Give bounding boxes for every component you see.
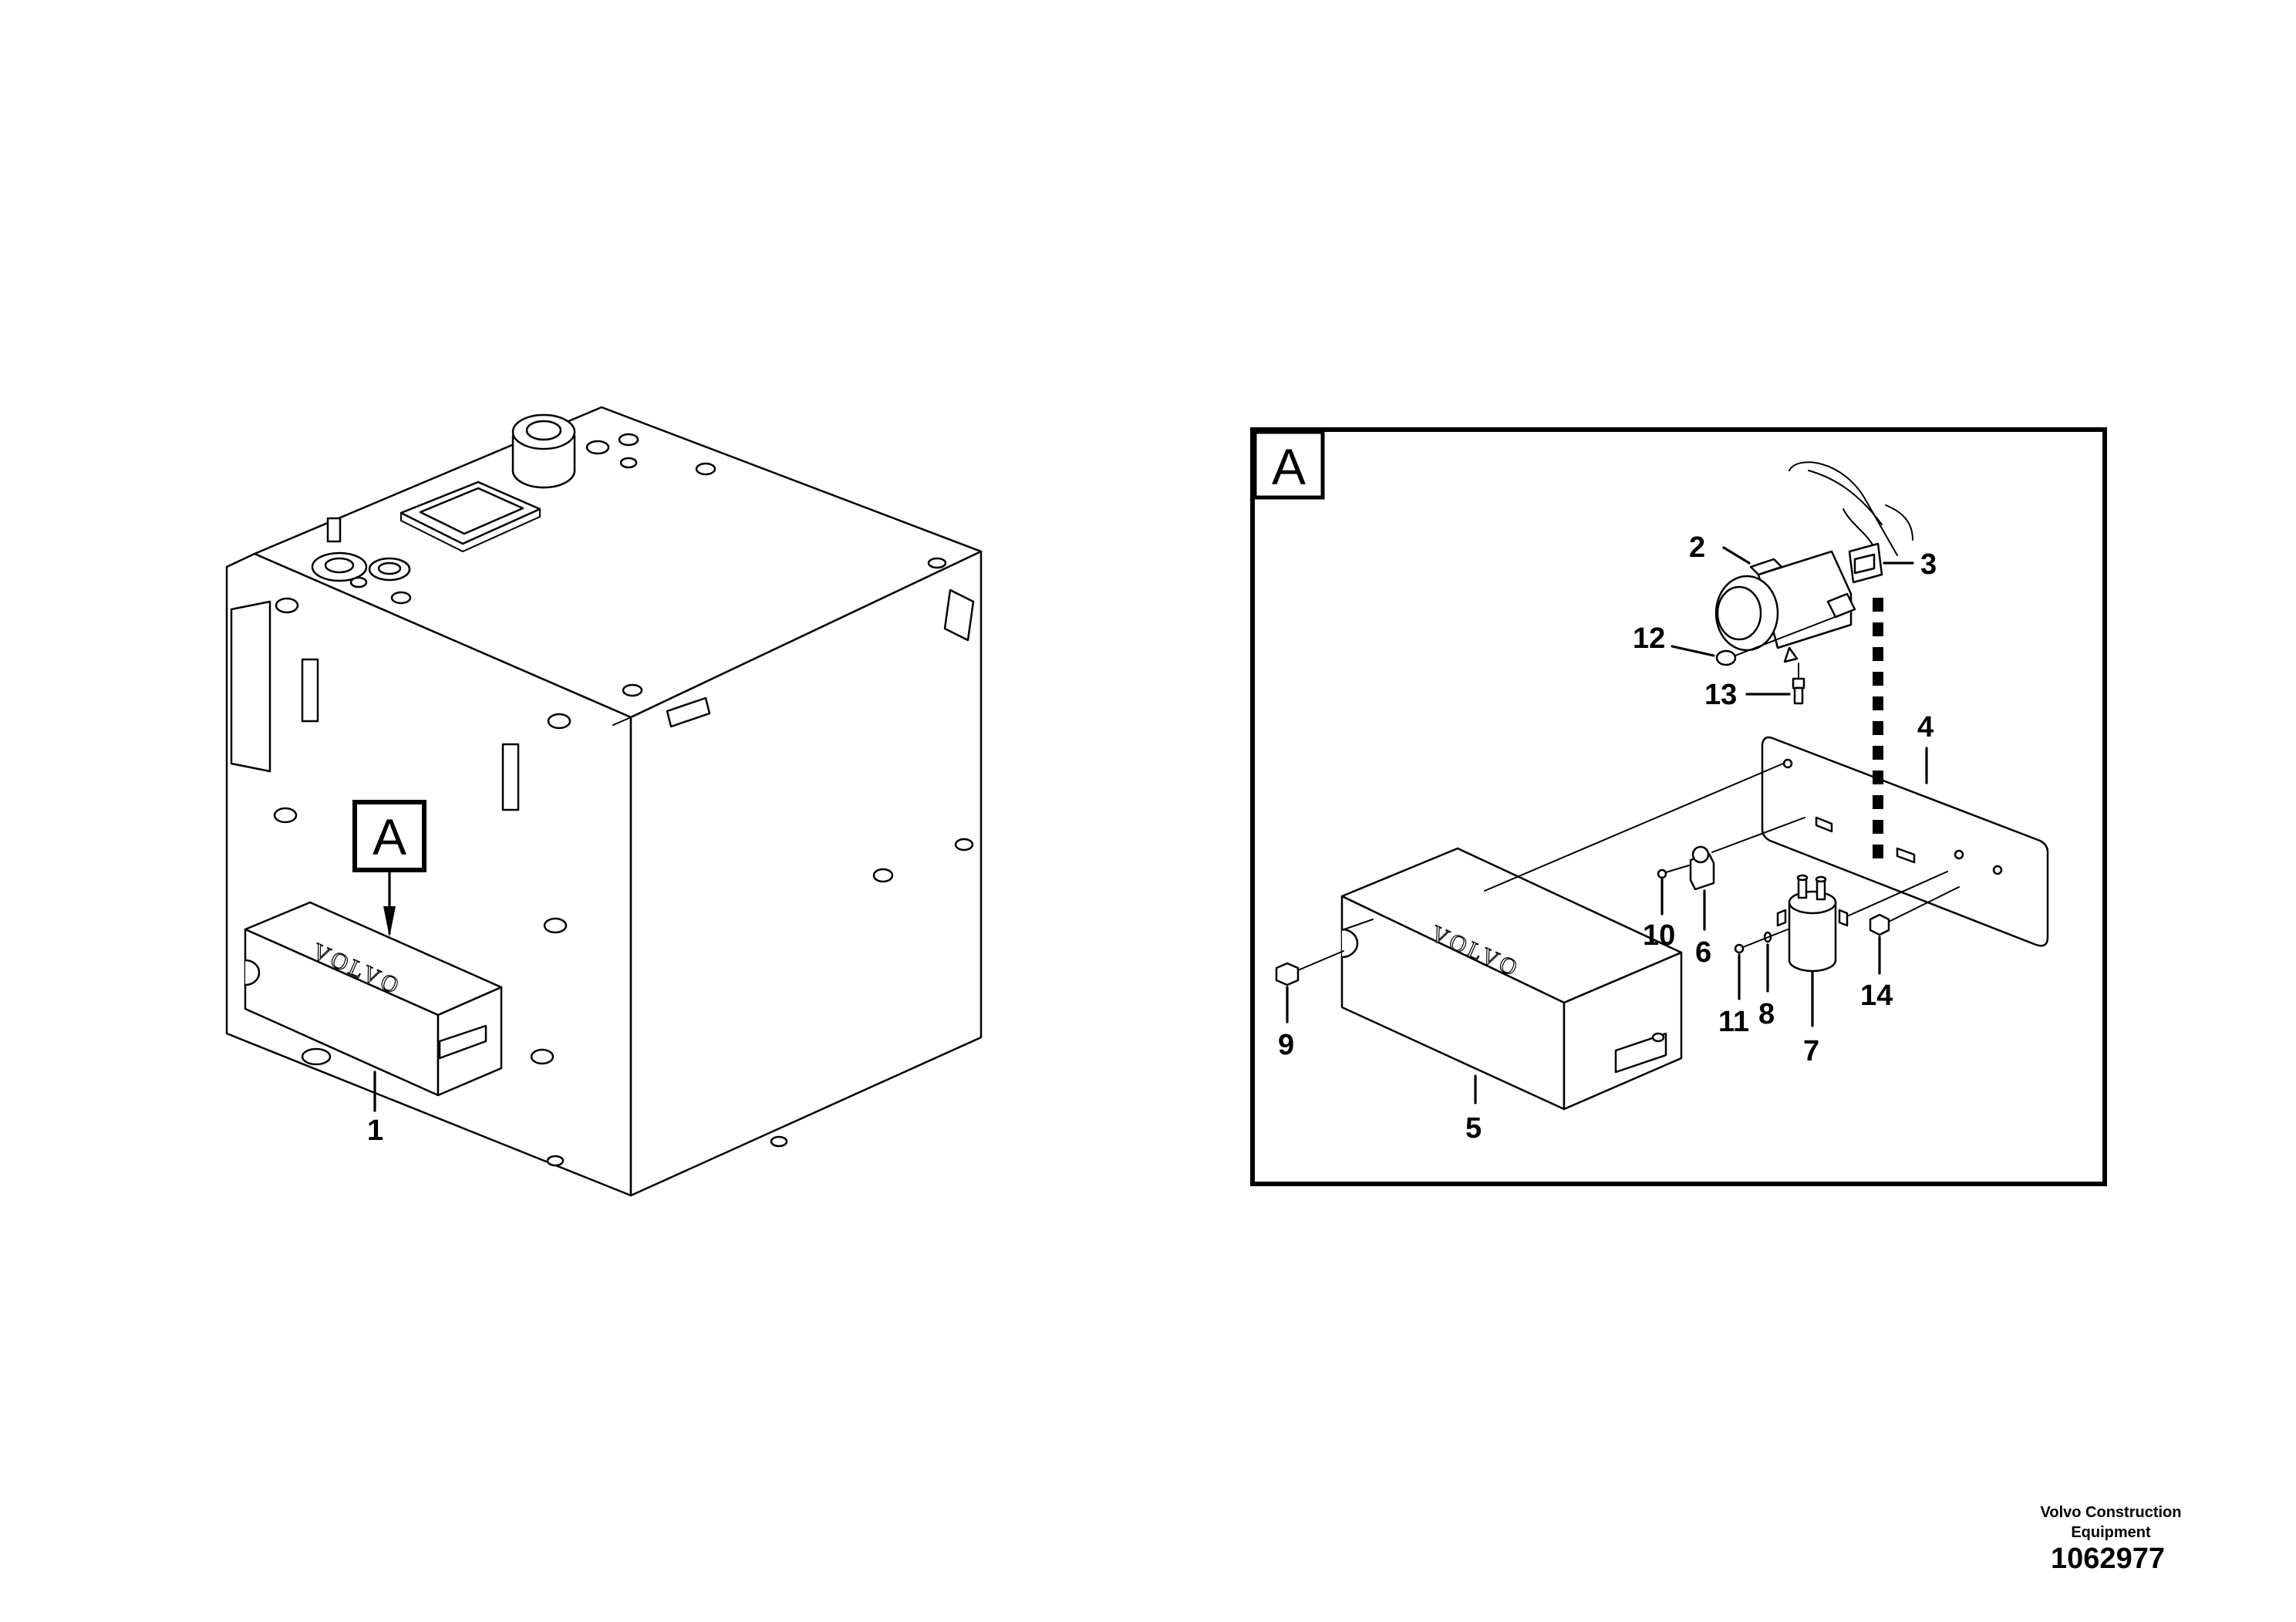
nut-14 bbox=[1869, 886, 1960, 936]
part-label-14: 14 bbox=[1860, 980, 1893, 1012]
part-label-13: 13 bbox=[1704, 679, 1737, 711]
screw bbox=[1792, 663, 1805, 705]
part-label-1: 1 bbox=[367, 1114, 383, 1147]
connector bbox=[1843, 508, 1883, 584]
part-label-4: 4 bbox=[1917, 711, 1934, 744]
tank-right-face bbox=[629, 550, 983, 1197]
inspection-cover bbox=[400, 481, 541, 553]
detail-frame-letter: A bbox=[1272, 438, 1306, 495]
part-label-9: 9 bbox=[1278, 1029, 1294, 1061]
company-name: Volvo Construction Equipment bbox=[2018, 1502, 2203, 1543]
part-label-7: 7 bbox=[1803, 1035, 1819, 1067]
bracket bbox=[1761, 736, 2049, 947]
switch-housing-detail: VOLVO bbox=[1340, 763, 1784, 1111]
switch-housing-main: VOLVO bbox=[244, 901, 503, 1097]
part-label-12: 12 bbox=[1633, 622, 1665, 655]
part-label-6: 6 bbox=[1695, 936, 1711, 969]
illustration-number: 1062977 bbox=[2051, 1543, 2165, 1575]
part-label-5: 5 bbox=[1465, 1112, 1482, 1145]
company-line-1: Volvo Construction bbox=[2040, 1504, 2182, 1521]
detail-frame: A bbox=[1250, 427, 2107, 1186]
part-label-11: 11 bbox=[1718, 1006, 1749, 1038]
clip bbox=[1657, 817, 1805, 891]
part-label-8: 8 bbox=[1758, 998, 1775, 1030]
callout-a-main: A bbox=[352, 800, 426, 937]
nut bbox=[1715, 609, 1856, 666]
filler-neck bbox=[511, 413, 576, 489]
screw-9 bbox=[1275, 950, 1344, 986]
company-line-2: Equipment bbox=[2071, 1524, 2151, 1541]
relay bbox=[1734, 871, 1948, 973]
part-label-3: 3 bbox=[1920, 548, 1937, 581]
tank-assembly: VOLVO A 1 bbox=[225, 406, 983, 1197]
tank-left-details bbox=[230, 588, 975, 1167]
part-label-10: 10 bbox=[1643, 919, 1675, 952]
part-label-2: 2 bbox=[1689, 531, 1705, 564]
callout-a-main-letter: A bbox=[373, 808, 406, 865]
top-fittings bbox=[311, 433, 947, 697]
